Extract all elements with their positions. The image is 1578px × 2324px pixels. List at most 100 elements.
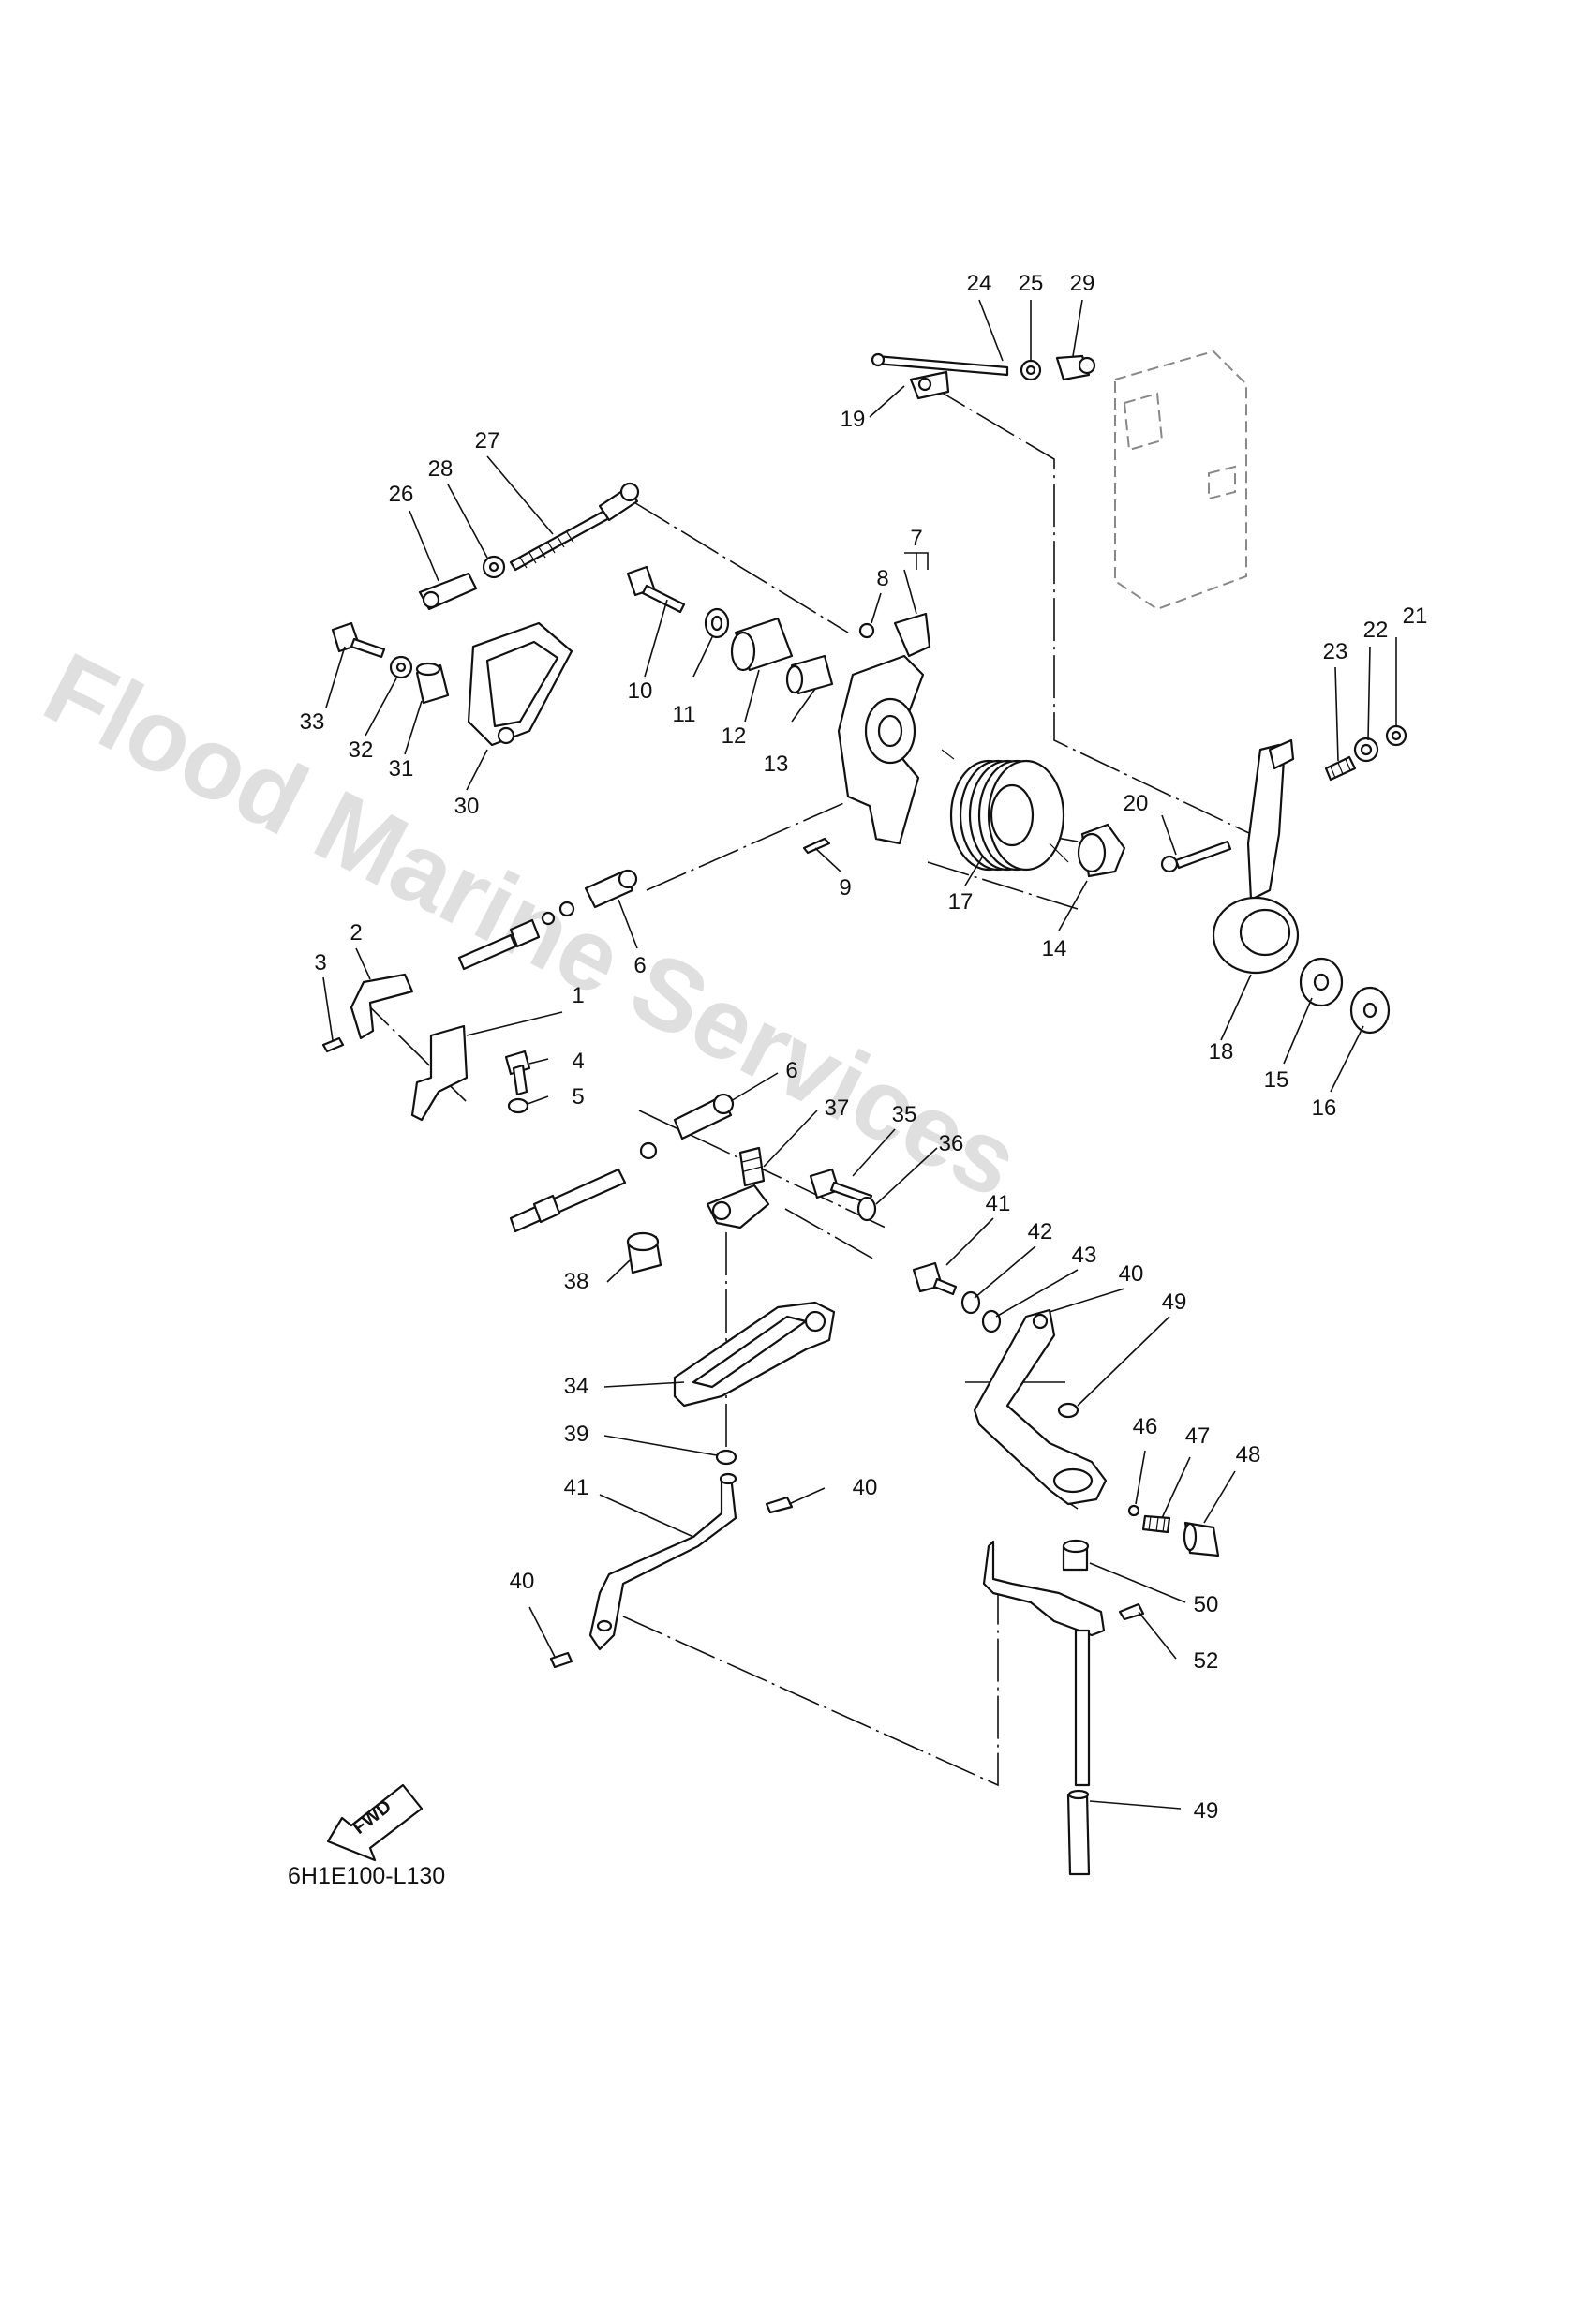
label-19: 19 [841,407,866,432]
label-7: 7 [910,526,922,551]
label-27: 27 [475,428,500,454]
part-20-screw [1160,840,1232,873]
part-33-bolt [331,621,386,659]
part-52-clip [1118,1602,1145,1621]
part-11-washer [704,607,730,639]
cdi-unit-outline [1114,350,1247,611]
part-37-screw [738,1146,766,1187]
label-29: 29 [1070,271,1095,296]
part-36-washer [856,1196,877,1222]
label-52: 52 [1194,1648,1219,1674]
label-50: 50 [1194,1592,1219,1617]
part-24-rod [871,352,1009,377]
label-36: 36 [939,1131,964,1156]
label-43: 41 [986,1191,1011,1216]
label-1: 1 [572,983,584,1008]
part-38-grommet [626,1231,662,1274]
label-10: 10 [628,678,653,704]
part-4-bolt [504,1050,531,1096]
part-12-collar [730,617,794,672]
label-41: 41 [564,1475,589,1500]
leader-lines [322,299,1397,1810]
part-45-washer [981,1309,1002,1333]
part-17-spring [941,749,1069,872]
label-20: 20 [1124,791,1149,816]
label-4: 4 [572,1049,584,1074]
part-40-clip-upper [765,1496,794,1514]
label-47: 47 [1185,1423,1211,1449]
part-29-joint [1055,354,1096,381]
label-22: 22 [1363,618,1389,643]
label-39: 39 [564,1422,589,1447]
part-18-magneto-lever [1212,738,1300,975]
label-37: 37 [825,1095,850,1121]
part-49-shift-rod [982,1540,1106,1876]
part-21-nut [1385,724,1407,747]
label-40-upper: 40 [853,1475,878,1500]
part-14-bushing [1077,823,1126,878]
diagram-code: 6H1E100-L130 [288,1863,445,1889]
label-18: 18 [1209,1039,1234,1065]
label-13: 13 [764,752,789,777]
part-3-pin [321,1036,345,1053]
part-6-cable-joint-lower [509,1093,735,1233]
label-44: 42 [1028,1219,1053,1244]
part-46-ball [1127,1504,1140,1517]
label-38: 38 [564,1269,589,1294]
label-9: 9 [0,0,7,6]
part-10-bolt [626,565,686,614]
label-21: 21 [1403,603,1428,629]
label-5: 5 [572,1084,584,1110]
label-49: 49 [1194,1798,1219,1824]
part-43-bolt [912,1261,958,1296]
label-32: 32 [349,737,374,763]
part-25-nut [1020,359,1042,381]
label-3: 3 [314,950,326,976]
label-34: 34 [564,1374,589,1399]
part-48-plug [1183,1521,1220,1557]
part-9-clip [802,837,831,855]
label-23: 23 [1323,639,1348,664]
part-1-bracket [410,1024,469,1122]
part-23-spring [1324,755,1357,782]
part-5-washer [507,1097,529,1114]
label-31: 31 [389,756,414,782]
fwd-arrow-icon: FWD [326,1783,424,1862]
label-18: 18 [0,0,12,6]
part-32-washer [389,655,413,679]
label-16: 16 [1312,1095,1337,1121]
part-34-shift-link [673,1301,836,1408]
part-19-holder [909,370,950,400]
part-15-washer [1299,957,1344,1007]
label-11: 11 [673,702,696,727]
part-28-nut [482,555,506,579]
label-14: 14 [1042,936,1067,961]
part-30-bracket [467,621,573,747]
label-2: 2 [350,920,362,946]
label-51: 51 [0,0,12,6]
part-8-pin [858,622,875,639]
label-35: 35 [892,1102,917,1127]
label-45: 43 [1072,1243,1097,1268]
part-27-threaded-rod [509,482,640,572]
part-31-collar [415,662,450,705]
label-9: 9 [839,875,851,901]
label-8: 8 [876,566,888,591]
label-40-lower: 40 [510,1569,535,1594]
label-42: 40 [1119,1261,1144,1287]
label-15: 15 [1264,1067,1289,1093]
label-42: 42 [0,0,12,6]
part-50-bushing [1062,1539,1090,1572]
label-33: 33 [300,709,325,735]
label-24: 24 [967,271,992,296]
label-12: 12 [722,723,747,749]
part-2-bracket [350,973,414,1040]
part-40-clip-lower [549,1651,573,1669]
label-6-lower: 6 [785,1058,797,1083]
part-39-washer [715,1449,737,1466]
label-43: 43 [0,0,12,6]
label-28: 28 [428,456,454,482]
label-45: 45 [0,0,12,6]
